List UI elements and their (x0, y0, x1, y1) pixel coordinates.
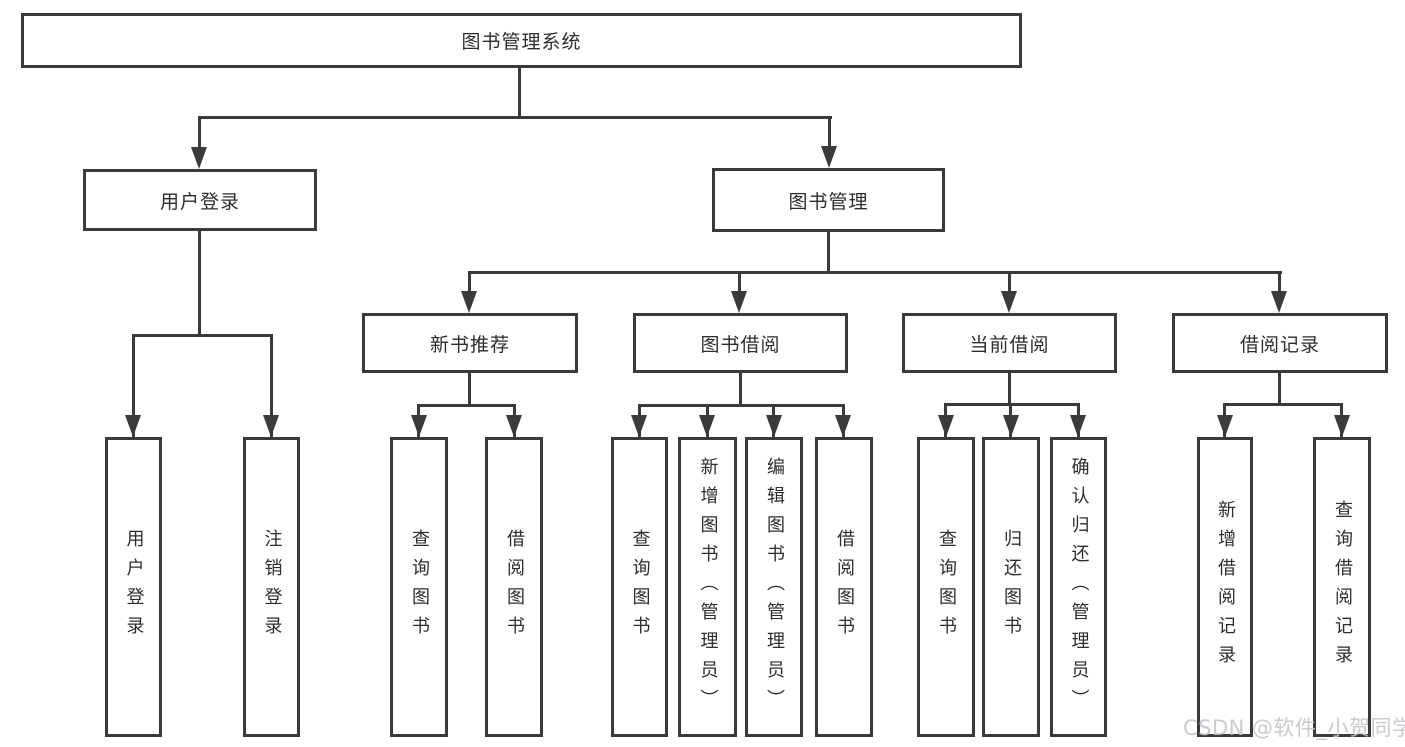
node-current-borrowing: 当前借阅 (902, 313, 1117, 373)
node-label: 图书管理系统 (461, 31, 582, 53)
node-label: 查询借阅记录 (1332, 500, 1353, 674)
node-label: 用户登录 (123, 529, 145, 645)
arrow-down-icon (1003, 415, 1019, 437)
leaf-query-book: 查询图书 (917, 437, 975, 737)
connector-line (468, 271, 471, 296)
leaf-query-borrow-record: 查询借阅记录 (1313, 437, 1371, 737)
arrow-down-icon (1271, 291, 1287, 313)
node-label: 编辑图书（管理员） (764, 456, 785, 718)
node-label: 图书借阅 (700, 333, 781, 356)
connector-line (468, 373, 471, 407)
node-label: 查询图书 (629, 529, 651, 645)
node-label: 新书推荐 (429, 333, 510, 356)
connector-line (638, 404, 845, 407)
arrow-down-icon (1334, 415, 1350, 437)
node-user-login: 用户登录 (83, 169, 317, 231)
connector-line (198, 231, 201, 337)
leaf-query-book: 查询图书 (390, 437, 448, 737)
arrow-down-icon (191, 147, 207, 169)
connector-line (132, 334, 273, 337)
arrow-down-icon (1001, 291, 1017, 313)
node-label: 确认归还（管理员） (1068, 456, 1090, 718)
arrow-down-icon (821, 146, 837, 168)
leaf-query-book: 查询图书 (611, 437, 668, 737)
arrow-down-icon (506, 415, 522, 437)
connector-line (270, 334, 273, 437)
node-label: 查询图书 (409, 529, 430, 645)
connector-line (1008, 271, 1011, 296)
node-label: 借阅图书 (504, 529, 525, 645)
node-label: 新增图书（管理员） (697, 456, 719, 718)
arrow-down-icon (1217, 415, 1233, 437)
connector-line (1278, 373, 1281, 406)
leaf-add-book-admin: 新增图书（管理员） (678, 437, 737, 737)
csdn-watermark: CSDN @软件_小贺同学 (1183, 716, 1405, 740)
node-label: 用户登录 (159, 190, 240, 213)
connector-line (198, 116, 832, 119)
node-label: 图书管理 (788, 190, 869, 213)
arrow-down-icon (1070, 415, 1086, 437)
node-label: 归还图书 (1001, 529, 1022, 645)
connector-line (198, 116, 201, 149)
leaf-add-borrow-record: 新增借阅记录 (1197, 437, 1253, 737)
node-new-book-recommend: 新书推荐 (362, 313, 578, 373)
node-label: 当前借阅 (969, 333, 1050, 356)
node-book-management: 图书管理 (712, 168, 945, 232)
leaf-edit-book-admin: 编辑图书（管理员） (745, 437, 803, 737)
connector-line (417, 404, 516, 407)
arrow-down-icon (731, 291, 747, 313)
node-library-system: 图书管理系统 (21, 13, 1022, 68)
arrow-down-icon (835, 415, 851, 437)
leaf-confirm-return-admin: 确认归还（管理员） (1050, 437, 1107, 737)
arrow-down-icon (411, 415, 427, 437)
connector-line (739, 373, 742, 407)
leaf-borrow-book: 借阅图书 (485, 437, 543, 737)
connector-line (1008, 373, 1011, 406)
connector-line (828, 116, 831, 148)
arrow-down-icon (938, 415, 954, 437)
connector-line (738, 271, 741, 296)
node-label: 新增借阅记录 (1215, 500, 1236, 674)
connector-line (1278, 271, 1281, 296)
node-label: 借阅记录 (1239, 333, 1320, 356)
connector-line (1223, 403, 1343, 406)
node-label: 注销登录 (261, 529, 283, 645)
arrow-down-icon (263, 415, 279, 437)
arrow-down-icon (125, 415, 141, 437)
leaf-user-login: 用户登录 (105, 437, 162, 737)
connector-line (132, 334, 135, 437)
arrow-down-icon (461, 291, 477, 313)
connector-line (468, 271, 1282, 274)
connector-line (944, 403, 1080, 406)
connector-line (518, 68, 521, 117)
node-label: 查询图书 (936, 529, 957, 645)
node-book-borrowing: 图书借阅 (633, 313, 848, 373)
arrow-down-icon (699, 415, 715, 437)
node-borrowing-records: 借阅记录 (1172, 313, 1388, 373)
arrow-down-icon (766, 415, 782, 437)
arrow-down-icon (631, 415, 647, 437)
leaf-return-book: 归还图书 (982, 437, 1040, 737)
connector-line (827, 232, 830, 274)
leaf-logout: 注销登录 (243, 437, 300, 737)
node-label: 借阅图书 (834, 529, 855, 645)
leaf-borrow-book: 借阅图书 (815, 437, 873, 737)
